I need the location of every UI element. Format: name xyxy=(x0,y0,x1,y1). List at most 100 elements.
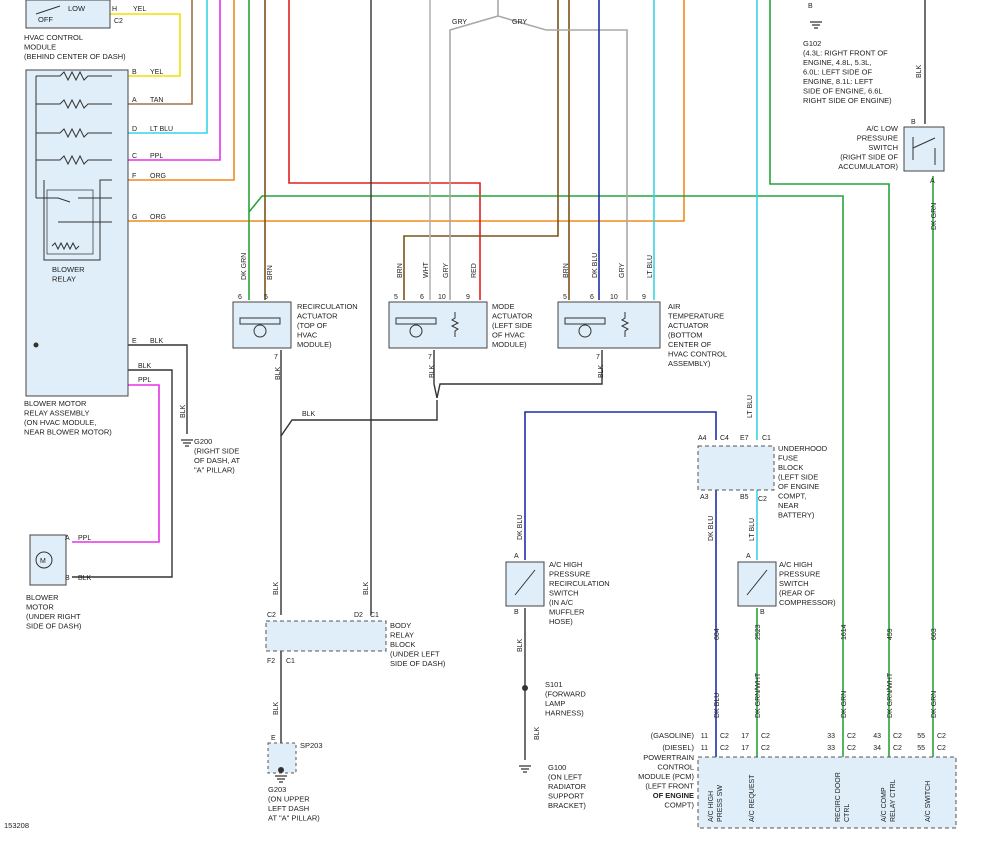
recirc-text-line-0: RECIRCULATION xyxy=(297,302,358,311)
wire-dkgrn-recirc-pcm xyxy=(248,195,844,757)
ac-high-recirc-text-line-3: SWITCH xyxy=(549,589,579,598)
splice-sp203 xyxy=(278,767,284,773)
pcm-conn-gas-2: C2 xyxy=(847,733,856,740)
ac-high-recirc-text-line-6: HOSE) xyxy=(549,617,573,626)
blower-motor-pin-b: B xyxy=(65,575,70,582)
hvac-control-text-line-1: MODULE xyxy=(24,43,56,52)
fuse-pin-a4: A4 xyxy=(698,435,707,442)
pcm-conn-gas-0: C2 xyxy=(720,733,729,740)
mode-pin-1: 6 xyxy=(420,294,424,301)
fuse-wire-top: LT BLU xyxy=(747,395,754,418)
airtemp-wire-blk: BLK xyxy=(598,364,605,378)
relay-pin-F: F xyxy=(132,173,136,180)
fuse-pin-b5: B5 xyxy=(740,494,749,501)
hvac-pin-h: H xyxy=(112,6,117,13)
g203-text-line-1: (ON UPPER xyxy=(268,795,310,804)
fuse-text-line-2: BLOCK xyxy=(778,463,803,472)
pcm-dsl-1: 17 xyxy=(741,745,749,752)
airtemp-text-line-6: ASSEMBLY) xyxy=(668,359,711,368)
ac-high-switch-pin-b: B xyxy=(760,609,765,616)
g102-text-line-1: (4.3L: RIGHT FRONT OF xyxy=(803,49,888,58)
blower-motor-wire-b: BLK xyxy=(78,575,92,582)
sp203-label: SP203 xyxy=(300,741,323,750)
ac-low-switch-box xyxy=(903,126,945,172)
g100-text-line-0: G100 xyxy=(548,763,566,772)
pcm-text-line-3: (LEFT FRONT xyxy=(645,782,694,791)
pcm-wire-4: DK GRN xyxy=(931,691,938,718)
relay-pin-E: E xyxy=(132,338,137,345)
blower-motor-symbol xyxy=(35,551,53,569)
relay-pin-G: G xyxy=(132,214,137,221)
ac-low-text-line-3: (RIGHT SIDE OF xyxy=(840,153,898,162)
body-relay-text-line-1: RELAY xyxy=(390,631,414,640)
pcm-conn-dsl-1: C2 xyxy=(761,745,770,752)
ac-high-recirc-text-line-1: PRESSURE xyxy=(549,570,590,579)
hvac-switch-off: OFF xyxy=(38,15,53,24)
pcm-gas-4: 55 xyxy=(917,733,925,740)
recirc-pin-7: 7 xyxy=(274,354,278,361)
wire-ppl-motor xyxy=(72,384,160,543)
pcm-label-0-0: A/C HIGH xyxy=(708,791,715,822)
fuse-pin-c1: C1 xyxy=(762,435,771,442)
relay-wire-2: LT BLU xyxy=(150,126,173,133)
mode-actuator-box xyxy=(388,301,488,349)
relay-pin-D: D xyxy=(132,126,137,133)
ac-high-switch-pin-a: A xyxy=(746,553,751,560)
ac-high-recirc-text-line-0: A/C HIGH xyxy=(549,560,582,569)
g100-text-line-2: RADIATOR xyxy=(548,782,587,791)
pcm-gasoline: (GASOLINE) xyxy=(651,731,695,740)
pcm-circuit-0: 604 xyxy=(714,628,721,640)
g102-text-line-5: SIDE OF ENGINE, 6.6L xyxy=(803,87,883,96)
underhood-fuse-box xyxy=(697,445,775,491)
ac-high-switch-text-line-3: (REAR OF xyxy=(779,589,815,598)
fuse-text-line-3: (LEFT SIDE xyxy=(778,473,818,482)
pcm-diesel: (DIESEL) xyxy=(662,743,694,752)
pcm-conn-gas-3: C2 xyxy=(893,733,902,740)
wire-red xyxy=(288,0,481,300)
ac-low-text-line-2: SWITCH xyxy=(868,143,898,152)
wire-ltblu-hvac xyxy=(112,0,208,134)
ac-high-recirc-box xyxy=(505,561,545,607)
fuse-wire-a3: DK BLU xyxy=(708,516,715,541)
pcm-text-line-5: COMPT) xyxy=(664,801,694,810)
blower-motor-pin-a: A xyxy=(65,535,70,542)
body-relay-text-line-2: BLOCK xyxy=(390,640,415,649)
airtemp-wire-0: BRN xyxy=(563,263,570,278)
blower-motor-text-line-1: MOTOR xyxy=(26,603,54,612)
mode-pin-2: 10 xyxy=(438,294,446,301)
ac-high-switch-text-line-4: COMPRESSOR) xyxy=(779,598,836,607)
relay-pin-B: B xyxy=(132,69,137,76)
recirc-pin-6: 6 xyxy=(238,294,242,301)
pcm-conn-gas-4: C2 xyxy=(937,733,946,740)
g102-wire: BLK xyxy=(916,64,923,78)
wire-blk-splice xyxy=(280,400,438,437)
fuse-wire-b5: LT BLU xyxy=(749,518,756,541)
hvac-conn-c2: C2 xyxy=(114,18,123,25)
pcm-dsl-2: 33 xyxy=(827,745,835,752)
relay-pin-A: A xyxy=(132,97,137,104)
wire-org-g xyxy=(112,0,685,222)
relay-assembly-text-line-2: (ON HVAC MODULE, xyxy=(24,418,96,427)
relay-wire-0: YEL xyxy=(150,69,163,76)
relay-wire-5: ORG xyxy=(150,214,166,221)
blower-motor-box xyxy=(29,534,67,586)
Title-s101-text-line-2: LAMP xyxy=(545,699,565,708)
relay-assembly-text-line-1: RELAY ASSEMBLY xyxy=(24,409,89,418)
Title-s101-text-line-1: (FORWARD xyxy=(545,690,586,699)
sp203-wire: BLK xyxy=(273,701,280,715)
body-relay-pin-c1: C1 xyxy=(370,612,379,619)
splice-s101 xyxy=(522,685,528,691)
blower-motor-wire-a: PPL xyxy=(78,535,91,542)
body-relay-pin-f2: F2 xyxy=(267,658,275,665)
ac-high-switch-box xyxy=(737,561,777,607)
pcm-circuit-1: 2523 xyxy=(755,624,762,640)
mode-text-line-2: (LEFT SIDE xyxy=(492,321,532,330)
hvac-control-text-line-2: (BEHIND CENTER OF DASH) xyxy=(24,52,126,61)
airtemp-pin-1: 6 xyxy=(590,294,594,301)
pcm-label-0-1: PRESS SW xyxy=(717,785,724,822)
Title-s101-text-line-0: S101 xyxy=(545,680,563,689)
airtemp-text-line-1: TEMPERATURE xyxy=(668,312,724,321)
fuse-text-line-4: OF ENGINE xyxy=(778,482,819,491)
